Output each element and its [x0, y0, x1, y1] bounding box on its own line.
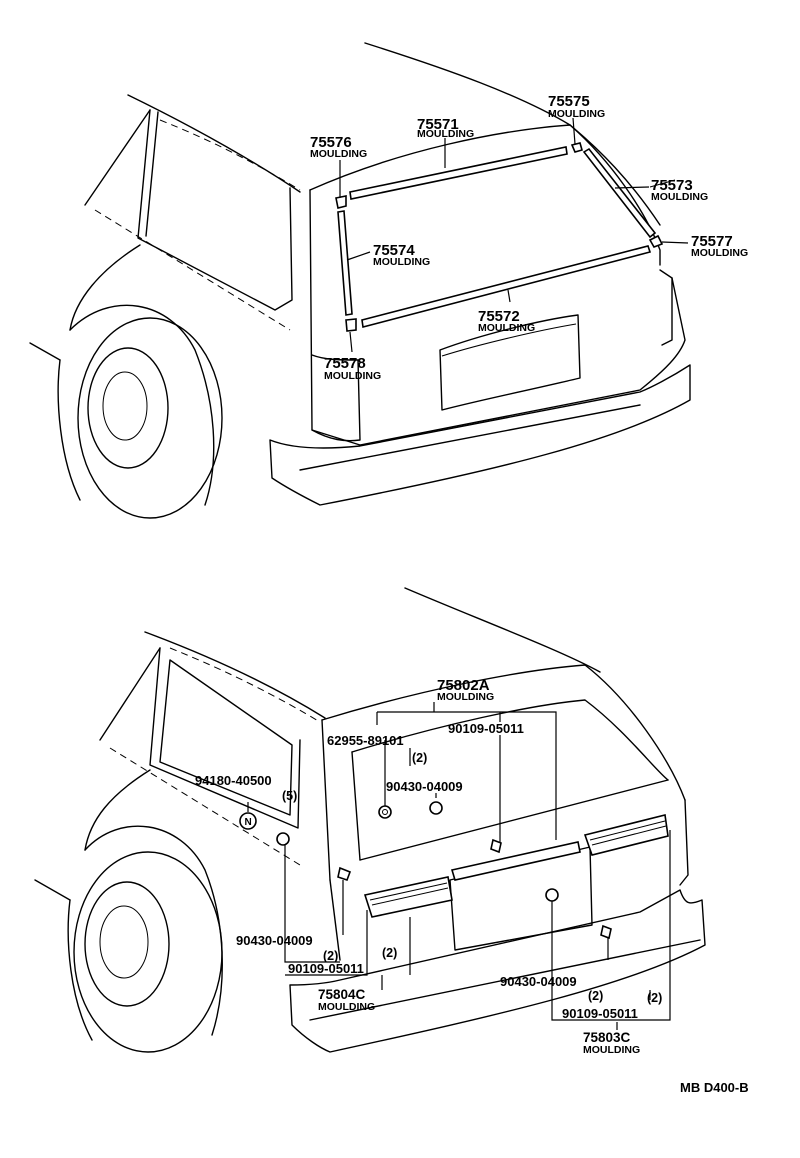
label-75573-number: 75573 [651, 177, 693, 194]
label-75572-name: MOULDING [478, 322, 535, 334]
label-90109-left-qty: (2) [382, 946, 397, 960]
moulding-75802a-part [450, 841, 581, 881]
label-75575-name: MOULDING [548, 108, 605, 120]
label-90430-right-number: 90430-04009 [500, 974, 577, 989]
bottom-parts: N [239, 801, 669, 940]
label-90430-right-qty: (2) [588, 989, 603, 1003]
label-90430-left-qty: (2) [323, 949, 338, 963]
moulding-75574-part [337, 210, 353, 316]
label-75803c-name: MOULDING [583, 1044, 640, 1056]
label-75572-number: 75572 [478, 308, 520, 325]
moulding-75803c-part [583, 814, 669, 856]
moulding-75573-part [582, 147, 657, 239]
clip-90109-right-part [600, 924, 612, 940]
label-62955-qty: (2) [412, 751, 427, 765]
moulding-75571-part [349, 146, 568, 200]
clip-90109-left-part [337, 866, 352, 882]
label-75571-number: 75571 [417, 116, 459, 133]
label-75575-number: 75575 [548, 93, 590, 110]
top-mouldings [335, 142, 664, 332]
label-75577-number: 75577 [691, 233, 733, 250]
moulding-75577-part [648, 234, 664, 248]
clip-90430-top-part [429, 801, 443, 815]
label-62955-number: 62955-89101 [327, 733, 404, 748]
clip-90109-top-part [490, 838, 502, 854]
label-75577-name: MOULDING [691, 247, 748, 259]
label-75578-name: MOULDING [324, 370, 381, 382]
moulding-75575-part [570, 142, 583, 153]
label-75803c-number: 75803C [583, 1030, 631, 1045]
moulding-75578-part [345, 318, 357, 332]
bottom-leaders [247, 702, 671, 1030]
diagram-code: MB D400-B [680, 1080, 749, 1095]
label-75802a-number: 75802A [437, 677, 490, 694]
label-75574-name: MOULDING [373, 256, 430, 268]
nut-94180-part [239, 812, 257, 830]
label-75578-number: 75578 [324, 355, 366, 372]
label-90430-top-number: 90430-04009 [386, 779, 463, 794]
clip-90430-right-part [545, 888, 559, 902]
clip-62955-part [378, 805, 392, 819]
label-75576-name: MOULDING [310, 148, 367, 160]
label-75804c-number: 75804C [318, 987, 366, 1002]
label-75804c-name: MOULDING [318, 1001, 375, 1013]
label-94180-number: 94180-40500 [195, 773, 272, 788]
label-75802a-name: MOULDING [437, 691, 494, 703]
label-90430-left-number: 90430-04009 [236, 933, 313, 948]
nut-symbol: N [245, 817, 252, 828]
clip-90430-left-part [276, 832, 290, 846]
label-90109-left-number: 90109-05011 [288, 961, 364, 976]
moulding-75576-part [335, 195, 347, 209]
bottom-labels: 75802A MOULDING 62955-89101 (2) 90109-05… [195, 677, 749, 1095]
label-75574-number: 75574 [373, 242, 415, 259]
label-94180-qty: (5) [282, 789, 297, 803]
label-90109-right-qty: (2) [647, 991, 662, 1005]
label-75576-number: 75576 [310, 134, 352, 151]
top-leaders [339, 117, 689, 353]
moulding-75572-part [361, 245, 652, 329]
top-car-body [29, 42, 691, 519]
label-75573-name: MOULDING [651, 191, 708, 203]
label-90109-top-number: 90109-05011 [448, 721, 524, 736]
label-75571-name: MOULDING [417, 128, 474, 140]
bottom-car-body [34, 587, 706, 1053]
top-labels: 75571 MOULDING 75575 MOULDING 75573 MOUL… [310, 93, 748, 382]
label-90109-right-number: 90109-05011 [562, 1006, 638, 1021]
